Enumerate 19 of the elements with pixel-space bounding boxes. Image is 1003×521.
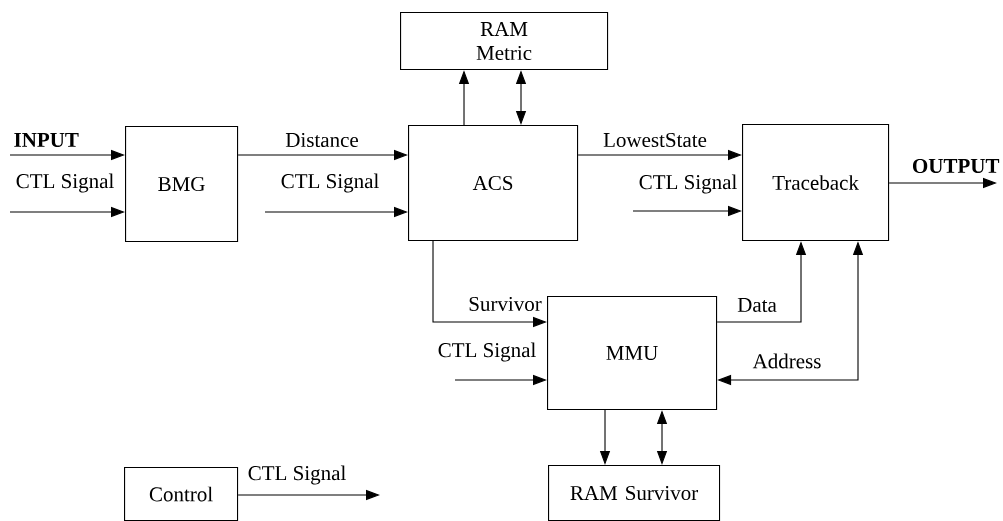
block-box: Control bbox=[124, 467, 239, 521]
block-box: MMU bbox=[547, 296, 718, 411]
edge-label: LowestState bbox=[602, 131, 708, 149]
block-box: Traceback bbox=[742, 124, 890, 242]
edge-label: CTL Signal bbox=[14, 172, 116, 194]
edge-label: Survivor bbox=[467, 295, 543, 313]
edge-label: CTL Signal bbox=[246, 464, 348, 486]
edge-label: CTL Signal bbox=[279, 172, 381, 194]
block-box: RAM Survivor bbox=[548, 465, 721, 521]
edge-label: CTL Signal bbox=[637, 173, 739, 195]
block-box: ACS bbox=[408, 125, 579, 242]
edge-label: Distance bbox=[284, 131, 360, 149]
edge-label: Address bbox=[751, 352, 823, 370]
edge-label: INPUT bbox=[12, 132, 80, 148]
block-box: BMG bbox=[125, 126, 239, 243]
edge-label: CTL Signal bbox=[436, 341, 538, 363]
edge-label: OUTPUT bbox=[910, 157, 1001, 175]
edge-label: Data bbox=[736, 297, 778, 313]
block-box: RAM Metric bbox=[400, 12, 609, 71]
